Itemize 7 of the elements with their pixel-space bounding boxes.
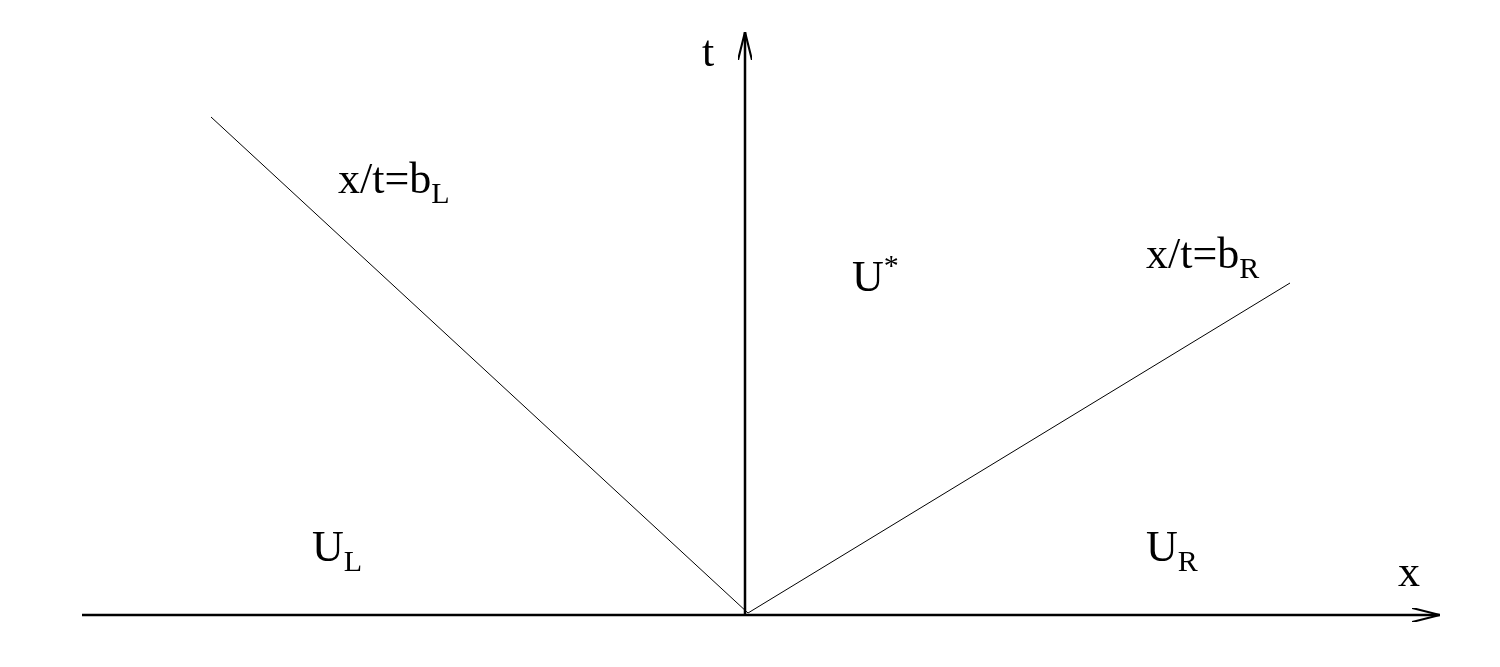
region-label: U$_{R}$ (1146, 525, 1198, 576)
region-label: U$^{*}$ (852, 250, 899, 299)
region-label: U$_{L}$ (312, 525, 363, 576)
line-label: x/t=b$_{L}$ (338, 157, 450, 208)
line-label: x/t=b$_{R}$ (1146, 232, 1260, 283)
axis-label: x (1398, 550, 1420, 594)
axis-label: t (702, 30, 715, 74)
